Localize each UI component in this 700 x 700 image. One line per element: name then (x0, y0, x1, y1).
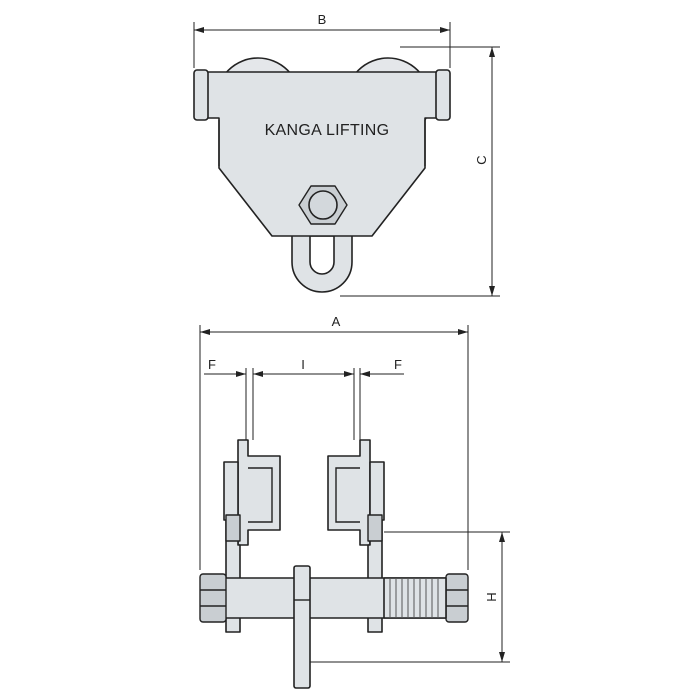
load-plate (293, 565, 311, 689)
dimension-h-label: H (484, 592, 499, 601)
dimension-a-label: A (332, 314, 341, 329)
dimension-f-left-label: F (208, 357, 216, 372)
dimension-b-label: B (318, 12, 327, 27)
dimension-i-label: I (301, 357, 305, 372)
thread-lines (389, 578, 439, 618)
front-view: KANGA LIFTING B C (193, 12, 500, 297)
right-side-plate (435, 69, 451, 121)
threaded-section (383, 577, 447, 619)
dimension-c-label: C (474, 155, 489, 164)
brand-label: KANGA LIFTING (265, 122, 390, 139)
right-wheel-side (327, 439, 371, 546)
dimension-f-right-label: F (394, 357, 402, 372)
left-side-plate (193, 69, 209, 121)
left-axle-nut (199, 573, 227, 623)
right-axle-nut (445, 573, 469, 623)
left-wheel-side (237, 439, 281, 546)
side-view: A F I F (199, 314, 510, 689)
